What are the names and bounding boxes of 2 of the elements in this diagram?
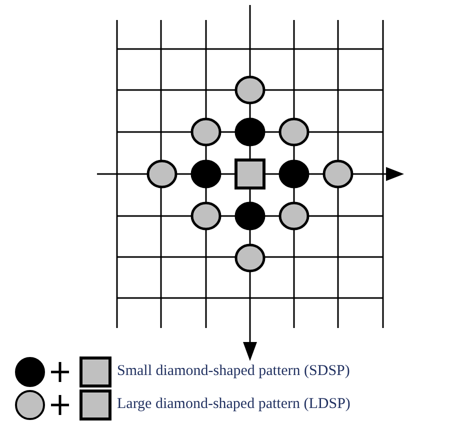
legend-text: Small diamond-shaped pattern (SDSP): [117, 362, 350, 380]
legend-text: Large diamond-shaped pattern (LDSP): [117, 395, 350, 413]
